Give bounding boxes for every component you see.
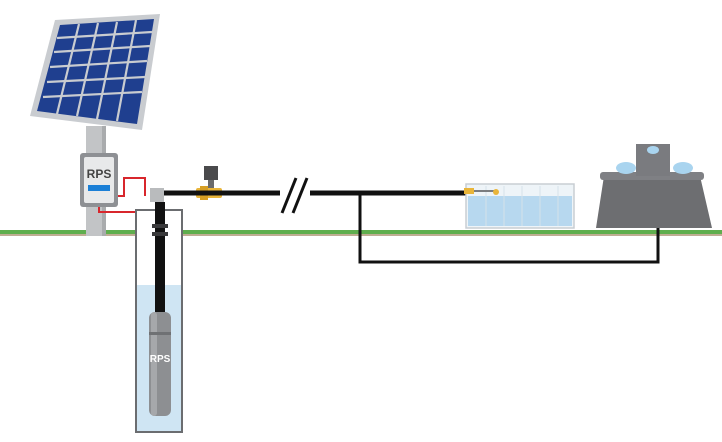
tank-dome-top [647,146,659,154]
pump: RPS [149,312,171,416]
controller-label: RPS [87,167,112,181]
water-trough [464,183,575,229]
controller-screen [88,185,110,191]
red-wire [118,177,146,197]
tank-dome-right [673,162,693,174]
pipe-break-mark [291,177,309,214]
solar-panel [30,14,160,130]
red-wire-lower [98,207,145,213]
pipe-break-mark [280,177,298,214]
pump-label: RPS [150,354,171,365]
storage-tank [596,144,712,228]
pipe-main [150,177,470,214]
tank-dome-left [616,162,636,174]
trough-water [468,196,572,226]
pipe-underground [358,193,660,264]
controller: RPS [80,153,118,207]
